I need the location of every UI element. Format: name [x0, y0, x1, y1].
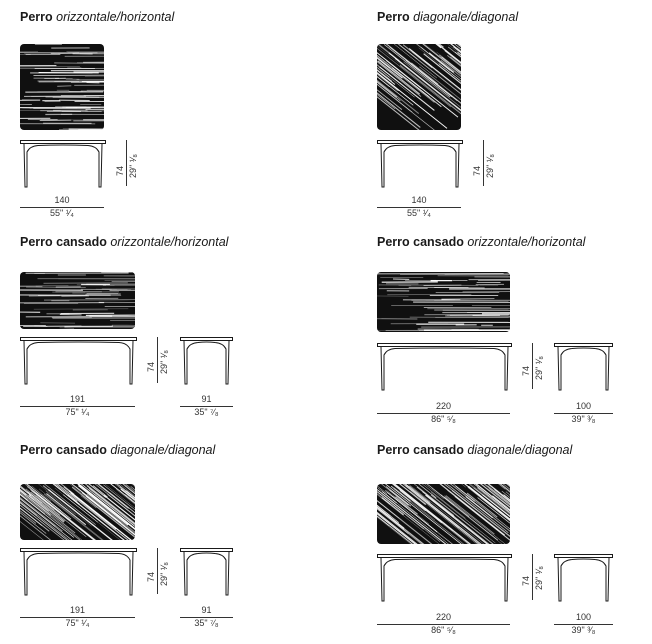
length-in: 75" ¹⁄₄ [65, 407, 90, 417]
length-cm: 191 [69, 605, 86, 615]
model-name: Perro cansado [20, 235, 107, 249]
width-in: 35" ⁷⁄₈ [194, 618, 219, 628]
pattern-name: diagonale/diagonal [467, 443, 573, 457]
length-in: 55" ¹⁄₄ [407, 208, 431, 218]
height-dim-line [483, 140, 484, 186]
height-cm: 74 [472, 165, 482, 176]
length-in: 55" ¹⁄₄ [50, 208, 74, 218]
height-in: 29" ¹⁄₈ [485, 154, 495, 178]
length-dim-line [377, 207, 461, 208]
length-in: 86" ⁵⁄₈ [431, 625, 456, 635]
table-side-view [377, 343, 512, 391]
top-swatch [377, 484, 510, 544]
height-cm: 74 [146, 361, 156, 372]
model-name: Perro cansado [377, 235, 464, 249]
height-cm: 74 [521, 575, 531, 586]
height-in: 29" ¹⁄₈ [159, 350, 169, 374]
width-in: 35" ⁷⁄₈ [194, 407, 219, 417]
pattern-name: orizzontale/horizontal [110, 235, 229, 249]
width-cm: 91 [201, 394, 212, 404]
length-dim-line [20, 207, 104, 208]
pattern-name: orizzontale/horizontal [467, 235, 586, 249]
width-cm: 100 [575, 612, 592, 622]
length-cm: 220 [435, 612, 452, 622]
length-cm: 220 [435, 401, 452, 411]
block-title: Perro diagonale/diagonal [377, 10, 518, 24]
length-cm: 140 [411, 195, 427, 205]
pattern-name: diagonale/diagonal [413, 10, 519, 24]
length-cm: 191 [69, 394, 86, 404]
height-in: 29" ¹⁄₈ [534, 566, 544, 590]
table-end-view [554, 554, 613, 602]
width-cm: 91 [201, 605, 212, 615]
length-dim-line [20, 617, 135, 618]
width-in: 39" ³⁄₈ [571, 625, 596, 635]
length-in: 86" ⁵⁄₈ [431, 414, 456, 424]
height-dim-line [532, 554, 533, 600]
height-dim-line [126, 140, 127, 186]
model-name: Perro [20, 10, 53, 24]
length-dim-line [20, 406, 135, 407]
top-swatch [20, 484, 135, 540]
width-dim-line [180, 406, 233, 407]
height-dim-line [157, 337, 158, 383]
height-in: 29" ¹⁄₈ [159, 562, 169, 586]
table-side-view [377, 140, 463, 188]
block-title: Perro cansado orizzontale/horizontal [377, 235, 585, 249]
table-side-view [377, 554, 512, 602]
height-dim-line [157, 548, 158, 594]
top-swatch [20, 272, 135, 329]
length-cm: 140 [54, 195, 70, 205]
width-cm: 100 [575, 401, 592, 411]
table-end-view [180, 337, 233, 385]
width-dim-line [180, 617, 233, 618]
model-name: Perro [377, 10, 410, 24]
width-in: 39" ³⁄₈ [571, 414, 596, 424]
length-dim-line [377, 624, 510, 625]
pattern-name: diagonale/diagonal [110, 443, 216, 457]
pattern-name: orizzontale/horizontal [56, 10, 175, 24]
table-side-view [20, 337, 137, 385]
height-in: 29" ¹⁄₈ [128, 154, 138, 178]
block-title: Perro cansado orizzontale/horizontal [20, 235, 228, 249]
top-swatch [377, 272, 510, 332]
height-cm: 74 [146, 571, 156, 582]
table-side-view [20, 140, 106, 188]
height-cm: 74 [115, 165, 125, 176]
top-swatch [377, 44, 461, 130]
block-title: Perro orizzontale/horizontal [20, 10, 174, 24]
height-in: 29" ¹⁄₈ [534, 356, 544, 380]
table-end-view [180, 548, 233, 596]
block-title: Perro cansado diagonale/diagonal [20, 443, 215, 457]
height-dim-line [532, 343, 533, 389]
table-end-view [554, 343, 613, 391]
model-name: Perro cansado [20, 443, 107, 457]
length-in: 75" ¹⁄₄ [65, 618, 90, 628]
width-dim-line [554, 413, 613, 414]
table-side-view [20, 548, 137, 596]
model-name: Perro cansado [377, 443, 464, 457]
height-cm: 74 [521, 365, 531, 376]
top-swatch [20, 44, 104, 130]
block-title: Perro cansado diagonale/diagonal [377, 443, 572, 457]
length-dim-line [377, 413, 510, 414]
width-dim-line [554, 624, 613, 625]
